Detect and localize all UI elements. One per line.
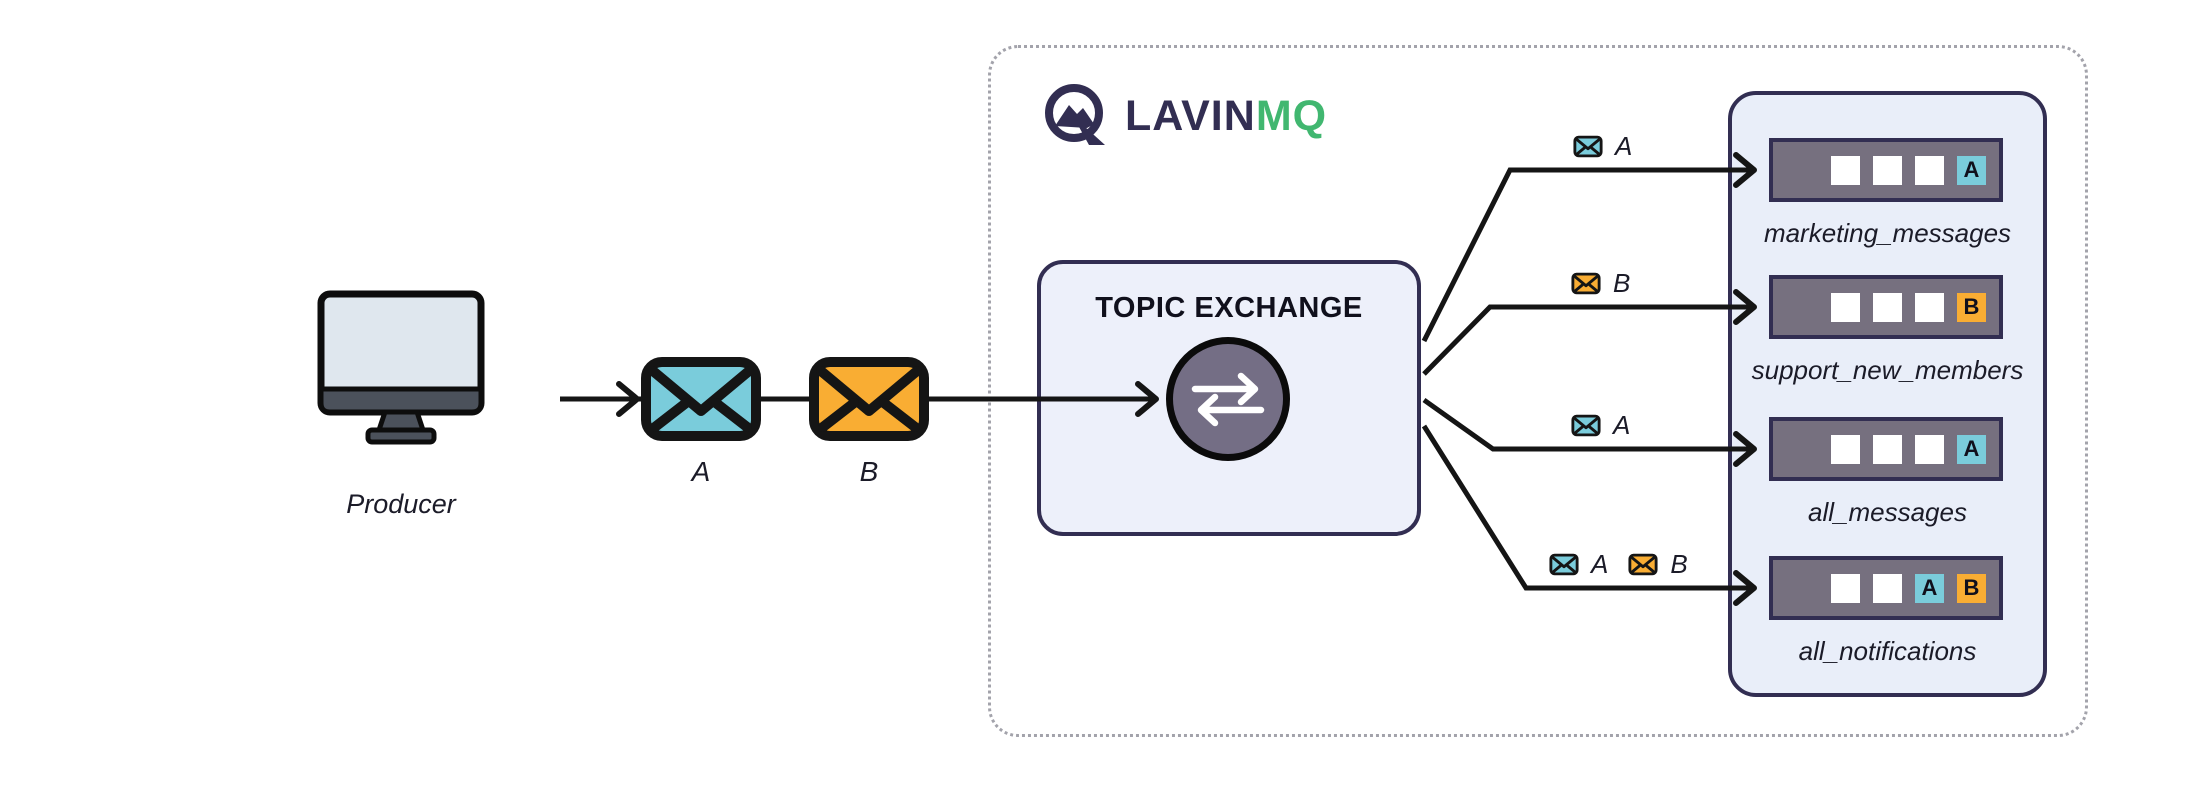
route-3-binding: A — [1571, 410, 1630, 441]
queue-slot — [1915, 155, 1944, 185]
route-key-label: A — [1615, 131, 1633, 161]
queue-slot — [1873, 292, 1902, 322]
swap-arrows-icon — [1191, 372, 1265, 427]
envelope-icon — [1571, 414, 1601, 437]
queue-label-support-new-members: support_new_members — [1751, 355, 2024, 385]
queue-marketing-messages: A — [1769, 138, 2003, 202]
brand-text-lavin: LAVIN — [1125, 91, 1256, 140]
envelope-icon — [1549, 553, 1579, 576]
route-1-binding: A — [1573, 131, 1632, 162]
slot-letter: B — [1963, 575, 1980, 600]
queue-slot — [1873, 434, 1902, 464]
queue-slot: B — [1957, 292, 1986, 322]
queue-label-all-notifications: all_notifications — [1798, 636, 1977, 666]
exchange-circle — [1166, 337, 1290, 461]
message-a-label: A — [691, 456, 711, 487]
queue-slot: A — [1957, 434, 1986, 464]
slot-letter: A — [1963, 436, 1980, 461]
message-b-envelope-icon — [809, 357, 929, 441]
queue-slot: A — [1957, 155, 1986, 185]
queue-slot — [1831, 292, 1860, 322]
brand-text-mq: MQ — [1255, 91, 1328, 140]
queue-slot — [1831, 434, 1860, 464]
route-pair: A — [1549, 549, 1608, 580]
desktop-monitor-icon — [317, 290, 485, 445]
envelope-icon — [1573, 135, 1603, 158]
arrowhead-icon — [616, 381, 640, 417]
queue-all-notifications: A B — [1769, 556, 2003, 620]
slot-letter: B — [1963, 294, 1980, 319]
route-pair: B — [1628, 549, 1688, 580]
lavinmq-logo: LAVINMQ — [1043, 82, 1327, 150]
route-2-binding: B — [1571, 268, 1630, 299]
message-a-envelope-icon — [641, 357, 761, 441]
queue-support-new-members: B — [1769, 275, 2003, 339]
envelope-icon — [1571, 272, 1601, 295]
queue-label-all-messages: all_messages — [1808, 497, 1967, 527]
queue-slot: A — [1915, 573, 1944, 603]
queue-all-messages: A — [1769, 417, 2003, 481]
route-key-label: B — [1670, 549, 1688, 579]
queue-slot — [1831, 573, 1860, 603]
lavinmq-wordmark: LAVINMQ — [1125, 91, 1328, 140]
slot-letter: A — [1963, 157, 1980, 182]
slot-letter: A — [1921, 575, 1938, 600]
producer-label: Producer — [346, 489, 456, 519]
route-4-binding: A B — [1549, 549, 1688, 580]
route-key-label: B — [1613, 268, 1631, 298]
route-key-label: A — [1613, 410, 1631, 440]
queue-slot — [1915, 434, 1944, 464]
topic-exchange-title: TOPIC EXCHANGE — [1095, 292, 1363, 324]
envelope-icon — [1628, 553, 1658, 576]
message-b-label: B — [859, 456, 879, 487]
queue-slot — [1915, 292, 1944, 322]
queue-slot — [1873, 155, 1902, 185]
queue-slot — [1873, 573, 1902, 603]
lavinmq-mountain-icon — [1045, 84, 1105, 145]
route-key-label: A — [1591, 549, 1609, 579]
queue-slot: B — [1957, 573, 1986, 603]
queue-slot — [1831, 155, 1860, 185]
queue-label-marketing-messages: marketing_messages — [1763, 218, 2012, 248]
